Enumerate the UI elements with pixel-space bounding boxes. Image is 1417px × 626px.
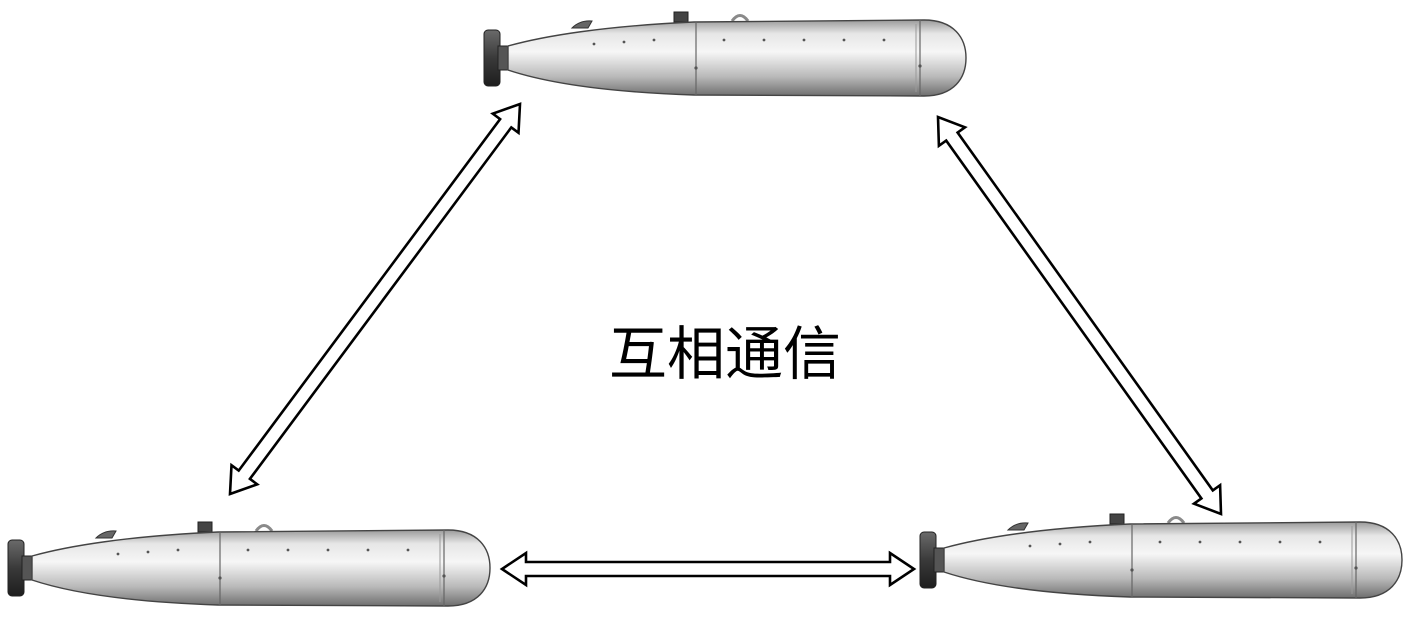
auv-top [482,10,968,98]
arrow-right-diagonal [936,115,1223,516]
link-arrows [228,102,1223,588]
auv-icon [6,520,492,608]
auv-bottom-left [6,520,492,608]
auv-icon [482,10,968,98]
arrow-left-diagonal [228,102,522,496]
arrow-bottom [499,550,917,588]
auv-bottom-right [918,512,1404,600]
auv-icon [918,512,1404,600]
center-label: 互相通信 [609,320,841,388]
